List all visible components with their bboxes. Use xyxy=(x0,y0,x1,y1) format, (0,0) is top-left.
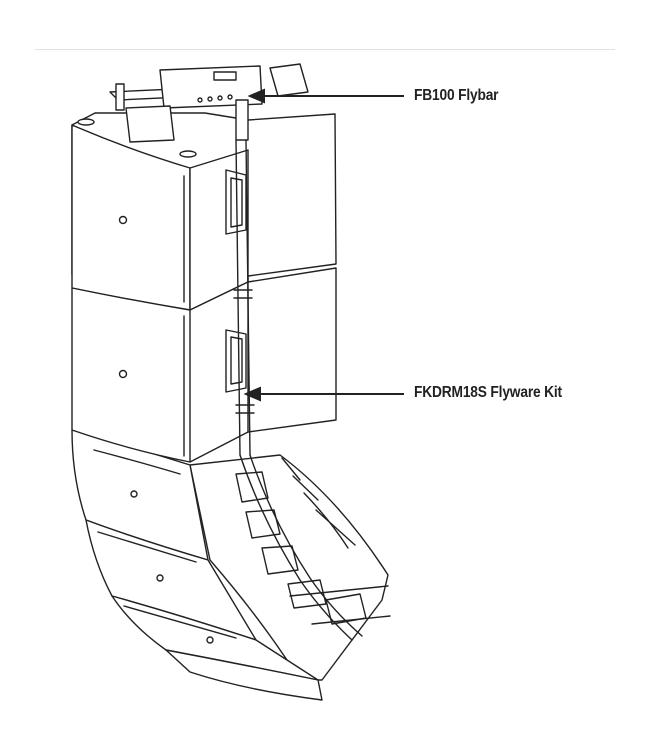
fkdrm18s-flyware-kit xyxy=(233,139,391,641)
flybar-callout-label: FB100 Flybar xyxy=(414,87,499,104)
lower-array-fronts xyxy=(71,429,323,701)
top-divider xyxy=(35,49,615,50)
arrow-left-icon xyxy=(243,386,261,402)
flyware-callout-label: FKDRM18S Flyware Kit xyxy=(414,384,562,401)
upper-box-2 xyxy=(71,267,337,463)
callout-arrows xyxy=(243,88,404,402)
arrow-left-icon xyxy=(247,88,265,104)
fb100-flybar xyxy=(109,63,309,143)
upper-box-1 xyxy=(71,112,337,311)
